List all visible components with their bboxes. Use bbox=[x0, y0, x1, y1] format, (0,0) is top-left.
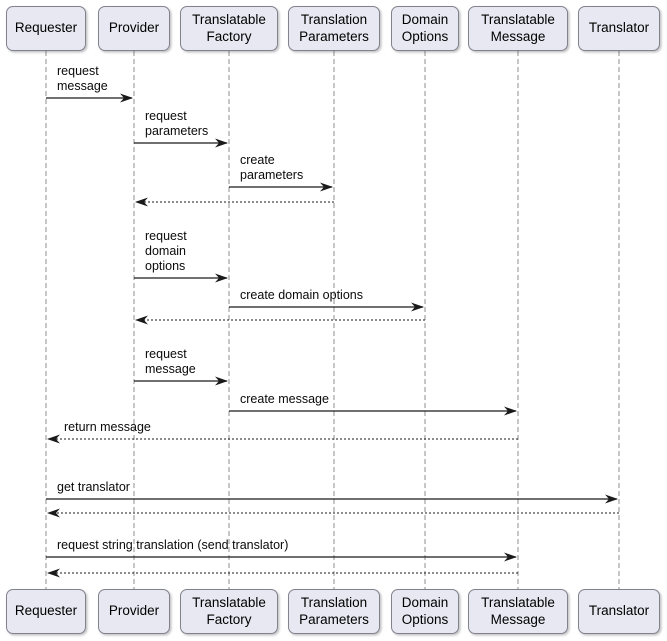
message-label-request-domain-options: request domain options bbox=[145, 229, 187, 273]
actor-top-translatable-factory: Translatable Factory bbox=[180, 6, 278, 51]
message-label-request-message: request message bbox=[57, 64, 108, 93]
arrowhead-right-icon bbox=[215, 138, 228, 148]
arrowhead-right-icon bbox=[411, 302, 424, 312]
arrowhead-left-icon bbox=[47, 508, 60, 518]
actor-top-domain-options: Domain Options bbox=[391, 6, 459, 51]
arrowhead-left-icon bbox=[135, 315, 148, 325]
message-label-request-parameters: request parameters bbox=[145, 109, 209, 138]
arrowhead-right-icon bbox=[504, 552, 517, 562]
actor-bottom-provider: Provider bbox=[98, 589, 170, 634]
message-label-return-message: return message bbox=[64, 420, 151, 434]
actor-top-translatable-message: Translatable Message bbox=[468, 6, 568, 51]
arrowhead-right-icon bbox=[215, 376, 228, 386]
arrowhead-right-icon bbox=[504, 406, 517, 416]
actor-top-provider: Provider bbox=[98, 6, 170, 51]
arrowhead-left-icon bbox=[47, 568, 60, 578]
message-label-create-parameters: create parameters bbox=[240, 153, 304, 182]
actor-bottom-translatable-message: Translatable Message bbox=[468, 589, 568, 634]
message-label-get-translator: get translator bbox=[57, 480, 130, 494]
arrowhead-right-icon bbox=[120, 93, 133, 103]
actor-bottom-translation-parameters: Translation Parameters bbox=[288, 589, 380, 634]
actor-top-requester: Requester bbox=[6, 6, 86, 51]
message-label-create-message: create message bbox=[240, 392, 329, 406]
actor-bottom-domain-options: Domain Options bbox=[391, 589, 459, 634]
message-label-create-domain-options: create domain options bbox=[240, 288, 363, 302]
message-label-request-message: request message bbox=[145, 347, 196, 376]
actor-bottom-requester: Requester bbox=[6, 589, 86, 634]
actor-bottom-translatable-factory: Translatable Factory bbox=[180, 589, 278, 634]
arrowhead-right-icon bbox=[605, 494, 618, 504]
message-label-request-string-translation-send-translator-: request string translation (send transla… bbox=[57, 538, 289, 552]
actor-bottom-translator: Translator bbox=[578, 589, 660, 634]
arrowhead-right-icon bbox=[215, 273, 228, 283]
arrowhead-right-icon bbox=[320, 182, 333, 192]
actor-top-translator: Translator bbox=[578, 6, 660, 51]
arrowhead-left-icon bbox=[135, 197, 148, 207]
actor-top-translation-parameters: Translation Parameters bbox=[288, 6, 380, 51]
arrowhead-left-icon bbox=[47, 434, 60, 444]
